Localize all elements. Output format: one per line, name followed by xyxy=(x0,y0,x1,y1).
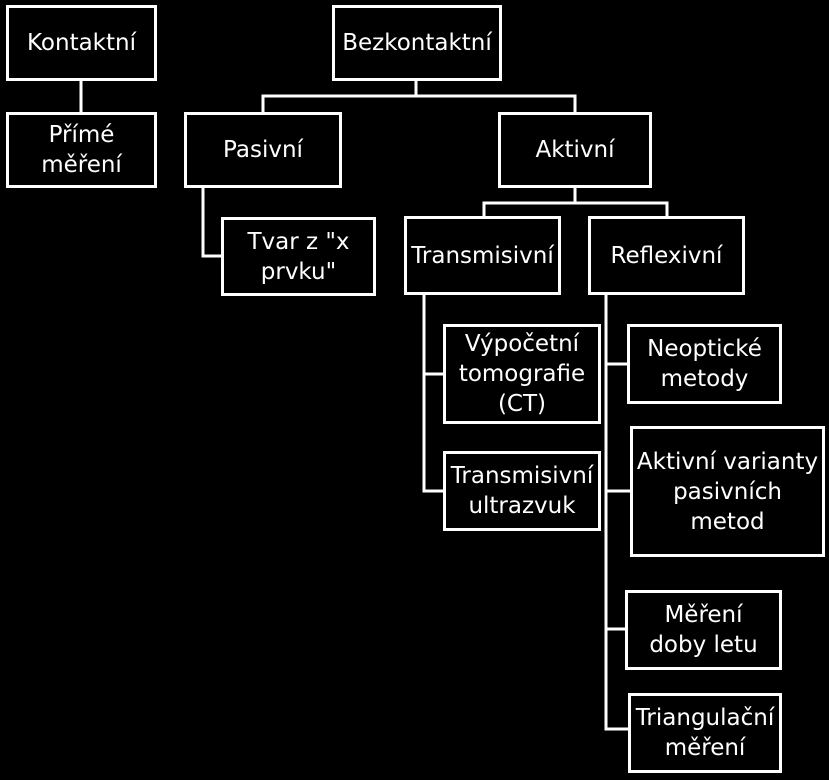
node-tvar-z-x-prvku: Tvar z "x prvku" xyxy=(221,217,376,296)
node-vypocetni-tomografie: Výpočetní tomografie (CT) xyxy=(443,324,601,424)
node-prime-mereni: Přímé měření xyxy=(6,112,157,188)
node-pasivni: Pasivní xyxy=(184,112,342,188)
node-aktivni-varianty: Aktivní varianty pasivních metod xyxy=(630,426,825,557)
connector-transmisivni-children xyxy=(422,291,447,493)
node-triangulacni-mereni: Triangulační měření xyxy=(628,693,782,773)
connector-pasivni-tvar xyxy=(201,184,225,258)
connector-reflexivni-children xyxy=(604,291,634,731)
node-bezkontaktni: Bezkontaktní xyxy=(332,5,502,81)
node-transmisivni-ultrazvuk: Transmisivní ultrazvuk xyxy=(443,451,601,531)
connector-aktivni-children xyxy=(482,184,669,220)
node-neopticke-metody: Neoptické metody xyxy=(627,324,782,404)
node-kontaktni: Kontaktní xyxy=(6,5,157,81)
connector-bezkontaktni-children xyxy=(261,77,577,116)
node-reflexivni: Reflexivní xyxy=(588,216,745,295)
node-transmisivni: Transmisivní xyxy=(404,216,561,295)
node-aktivni: Aktivní xyxy=(498,112,652,188)
node-mereni-doby-letu: Měření doby letu xyxy=(625,590,782,670)
